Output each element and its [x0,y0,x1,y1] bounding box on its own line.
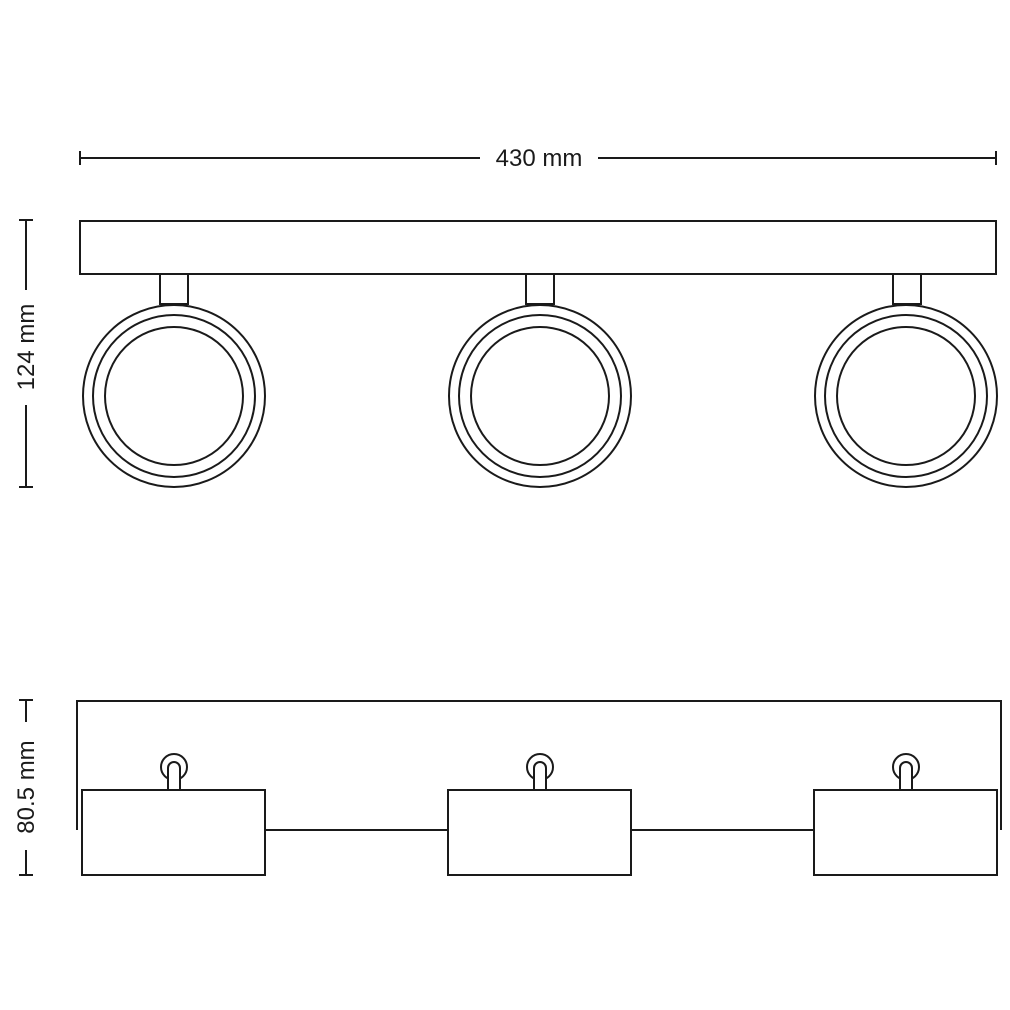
front-spotlight-3 [814,273,998,488]
bottom-base-plate [76,700,1002,830]
width-label: 430 mm [496,145,583,172]
height-label: 124 mm [13,304,40,391]
bottom-spotlight-2 [447,753,632,876]
bottom-spotlight-3 [813,753,998,876]
depth-label: 80.5 mm [13,740,40,833]
depth-dimension: 80.5 mm [13,699,40,876]
bottom-spotlight-1 [81,753,266,876]
front-spotlight-2 [448,273,632,488]
height-dimension: 124 mm [13,219,40,488]
front-rail [79,220,997,275]
front-spotlight-1 [82,273,266,488]
width-dimension: 430 mm [79,145,997,172]
